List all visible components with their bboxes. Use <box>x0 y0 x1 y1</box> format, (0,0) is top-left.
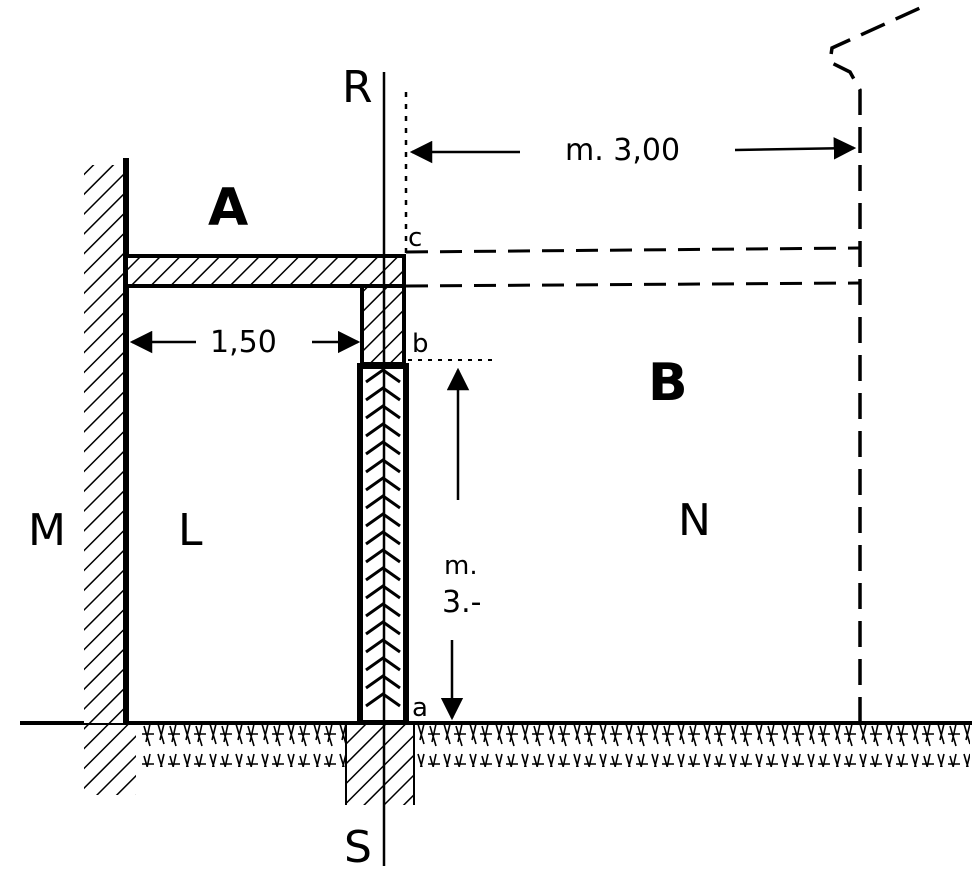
building-b-line-c <box>405 246 861 254</box>
building-b-wall <box>828 6 921 723</box>
label-a-upper: A <box>208 178 248 238</box>
label-c-lower: c <box>408 223 422 253</box>
label-r: R <box>342 62 373 113</box>
label-a-lower: a <box>412 693 428 723</box>
label-s: S <box>344 822 372 872</box>
building-b-line-lower <box>405 281 861 288</box>
label-n: N <box>678 495 711 546</box>
dim-vertical-value: 3.- <box>442 585 481 620</box>
dim-top-right-arrow <box>734 137 857 160</box>
wall-m <box>84 165 126 723</box>
wall-m-foundation <box>84 725 136 795</box>
label-l: L <box>178 505 203 556</box>
label-b-upper: B <box>648 353 688 413</box>
ground-soil <box>140 725 970 767</box>
label-m: M <box>28 505 66 556</box>
pier-foundation <box>346 725 414 805</box>
dim-top-label: m. 3,00 <box>565 133 680 168</box>
dim-left-label: 1,50 <box>210 325 277 360</box>
label-b-lower: b <box>412 329 429 359</box>
roof-slab <box>124 254 406 288</box>
dim-vertical-unit: m. <box>444 551 478 581</box>
